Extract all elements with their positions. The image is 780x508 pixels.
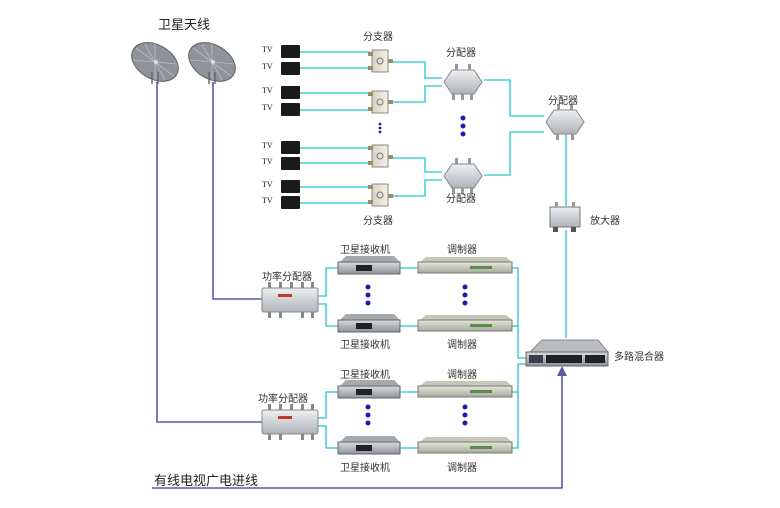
feed-line-antenna-1 xyxy=(156,82,262,423)
receiver-upper-2 xyxy=(337,314,401,333)
tv-screen xyxy=(281,157,300,170)
tv-screen xyxy=(281,180,300,193)
modulator-label-lower-top: 调制器 xyxy=(447,370,477,381)
splitter-group-1 xyxy=(443,64,483,100)
receiver-label-lower-bottom: 卫星接收机 xyxy=(340,463,390,474)
antenna-label: 卫星天线 xyxy=(158,18,211,33)
tv-screen xyxy=(281,62,300,75)
tap-ellipsis xyxy=(378,122,382,134)
tv-label: TV xyxy=(262,196,273,205)
multi-channel-combiner xyxy=(525,339,610,367)
headend-ellipsis xyxy=(365,284,468,426)
tap-label-top: 分支器 xyxy=(363,32,393,43)
tv-label: TV xyxy=(262,157,273,166)
feed-lines xyxy=(152,82,563,489)
splitter-main xyxy=(545,104,585,140)
tv-screen xyxy=(281,141,300,154)
modulator-upper-2 xyxy=(417,315,513,332)
taps xyxy=(368,49,393,207)
modulator-label-upper-bottom: 调制器 xyxy=(447,340,477,351)
receiver-upper-1 xyxy=(337,256,401,275)
cable-input-arrowhead xyxy=(557,366,567,376)
receiver-lower-1 xyxy=(337,380,401,399)
splitter-group-2 xyxy=(443,158,483,194)
tv-label: TV xyxy=(262,86,273,95)
receivers xyxy=(337,256,401,455)
signal-lines xyxy=(300,51,567,449)
modulator-lower-1 xyxy=(417,381,513,398)
tv-label: TV xyxy=(262,180,273,189)
tap-3 xyxy=(368,144,393,168)
splitters xyxy=(443,64,585,194)
cable-input-line xyxy=(152,372,563,489)
tv-label: TV xyxy=(262,141,273,150)
power-splitter-label-lower: 功率分配器 xyxy=(258,394,308,405)
tv-screen xyxy=(281,196,300,209)
receiver-lower-2 xyxy=(337,436,401,455)
receiver-label-upper-top: 卫星接收机 xyxy=(340,245,390,256)
splitter-label-group-2: 分配器 xyxy=(446,194,476,205)
tv-label: TV xyxy=(262,45,273,54)
modulators xyxy=(417,257,513,454)
satellite-dish-1 xyxy=(131,42,179,84)
satellite-dish-2 xyxy=(188,42,236,84)
tap-2 xyxy=(368,90,393,114)
tv-screen xyxy=(281,45,300,58)
cable-input-label: 有线电视广电进线 xyxy=(154,474,259,489)
tv-screen xyxy=(281,86,300,99)
splitter-ellipsis xyxy=(460,115,466,137)
modulator-upper-1 xyxy=(417,257,513,274)
tv-label: TV xyxy=(262,62,273,71)
tap-4 xyxy=(368,183,393,207)
tv-screen xyxy=(281,103,300,116)
tv-sets xyxy=(281,45,300,209)
combiner-label: 多路混合器 xyxy=(614,352,664,363)
feed-line-antenna-2 xyxy=(212,82,262,300)
receiver-label-lower-top: 卫星接收机 xyxy=(340,370,390,381)
receiver-label-upper-bottom: 卫星接收机 xyxy=(340,340,390,351)
modulator-label-upper-top: 调制器 xyxy=(447,245,477,256)
tap-1 xyxy=(368,49,393,73)
modulator-lower-2 xyxy=(417,437,513,454)
modulator-label-lower-bottom: 调制器 xyxy=(447,463,477,474)
splitter-label-main: 分配器 xyxy=(548,96,578,107)
power-splitter-upper xyxy=(261,282,319,318)
power-splitter-lower xyxy=(261,404,319,440)
power-splitter-label-upper: 功率分配器 xyxy=(262,272,312,283)
splitter-label-group-1: 分配器 xyxy=(446,48,476,59)
tv-label: TV xyxy=(262,103,273,112)
tap-label-bottom: 分支器 xyxy=(363,216,393,227)
amplifier-label: 放大器 xyxy=(590,216,620,227)
amplifier xyxy=(549,202,581,232)
